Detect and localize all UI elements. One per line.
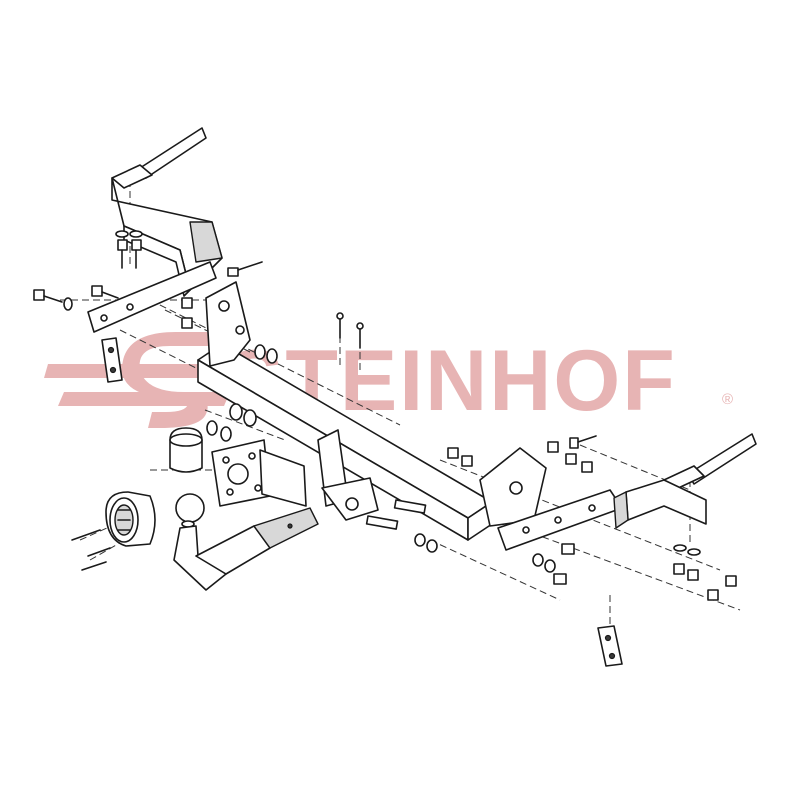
- right-bracket-hardware: [673, 544, 737, 601]
- beam-left-washers: [206, 344, 278, 442]
- beam-centre-bracket: [317, 429, 427, 530]
- tow-ball-cap: [169, 427, 203, 473]
- socket-mounting-plate: [211, 439, 307, 507]
- steinhof-watermark: STEINHOF ®: [44, 332, 733, 429]
- left-upper-bracket: [87, 127, 223, 333]
- left-clamp-plate: [101, 337, 123, 383]
- socket-screws: [71, 529, 111, 571]
- right-clamp-plate: [597, 625, 623, 667]
- right-upper-bracket: [613, 433, 757, 529]
- electrical-socket: [105, 491, 156, 547]
- watermark-registered-mark: ®: [722, 391, 733, 408]
- top-bolts: [336, 312, 364, 349]
- left-bracket-hardware: [33, 230, 263, 329]
- watermark-s-logo: [44, 332, 232, 428]
- tow-ball-neck: [173, 493, 319, 591]
- right-beam-hardware: [414, 435, 597, 585]
